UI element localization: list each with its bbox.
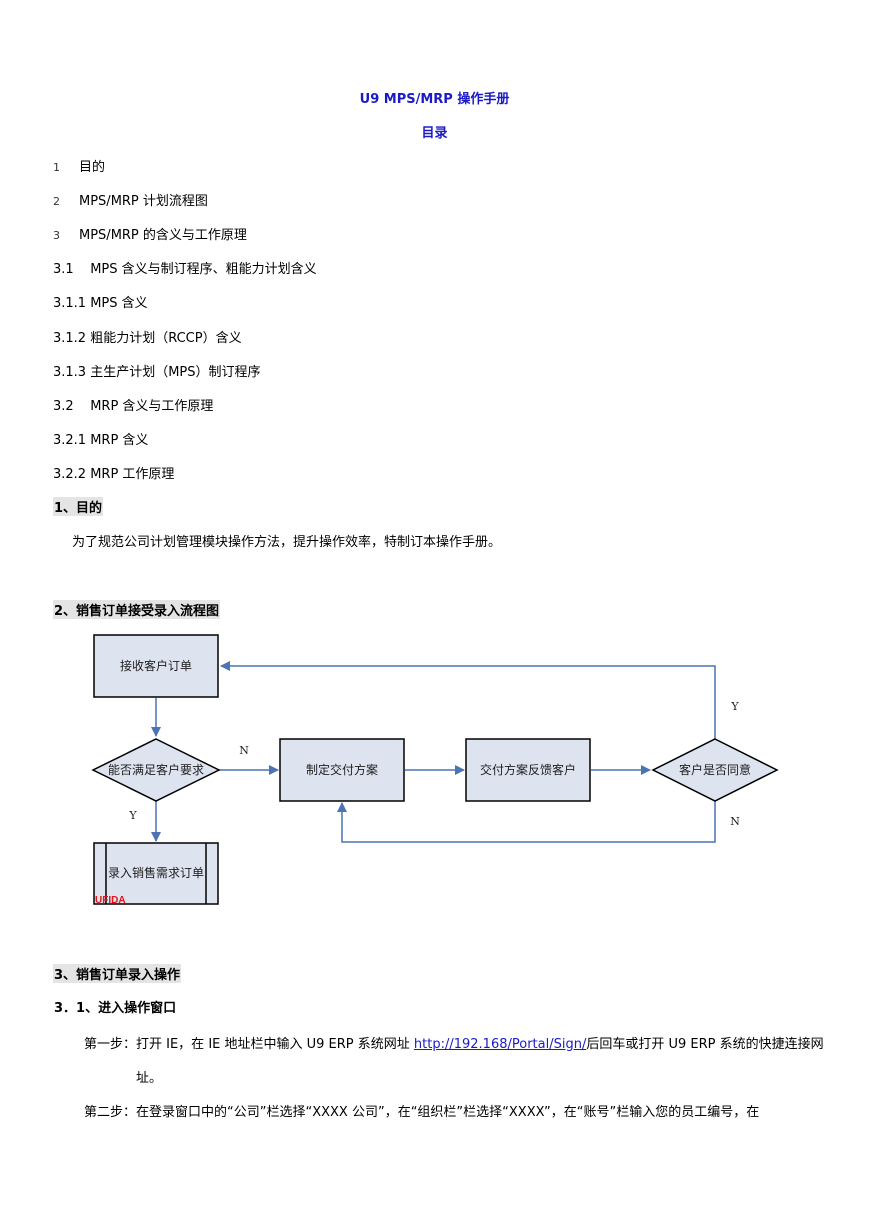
node-feedback-label: 交付方案反馈客户 <box>480 762 576 777</box>
toc-item-3-1-1[interactable]: 3.1.1 MPS 含义 <box>53 296 148 311</box>
node-customer-agree-decision: 客户是否同意 <box>651 738 779 802</box>
ufida-logo: UFIDA <box>95 895 126 906</box>
node-customer-agree-label: 客户是否同意 <box>679 762 751 777</box>
node-enter-order: 录入销售需求订单 <box>93 842 219 905</box>
toc-item-2[interactable]: 2 MPS/MRP 计划流程图 <box>53 190 208 209</box>
label-y-can-meet: Y <box>128 809 137 822</box>
toc-item-3-2[interactable]: 3.2 MRP 含义与工作原理 <box>53 399 214 414</box>
toc-item-1[interactable]: 1 目的 <box>53 156 105 175</box>
arrow-agree-n-to-plan <box>337 801 716 843</box>
step-2-text: 第二步：在登录窗口中的“公司”栏选择“XXXX 公司”，在“组织栏”栏选择“XX… <box>84 1105 760 1120</box>
toc-number: 2 <box>53 195 60 208</box>
node-make-plan: 制定交付方案 <box>279 738 405 802</box>
toc-number: 1 <box>53 161 60 174</box>
label-n-can-meet: N <box>239 744 249 757</box>
step-1-suffix: 后回车或打开 U9 ERP 系统的快捷连接网 <box>586 1037 824 1052</box>
toc-item-3-1[interactable]: 3.1 MPS 含义与制订程序、粗能力计划含义 <box>53 262 317 277</box>
label-n-agree: N <box>730 815 740 828</box>
section-1-heading: 1、目的 <box>53 497 104 516</box>
toc-item-3-1-3[interactable]: 3.1.3 主生产计划（MPS）制订程序 <box>53 365 261 380</box>
toc-number: 3 <box>53 229 60 242</box>
step-1-prefix: 第一步：打开 IE，在 IE 地址栏中输入 U9 ERP 系统网址 <box>84 1037 414 1052</box>
section-1-text: 为了规范公司计划管理模块操作方法，提升操作效率，特制订本操作手册。 <box>72 535 502 550</box>
section-2-heading: 2、销售订单接受录入流程图 <box>53 600 221 619</box>
toc-text: 目的 <box>79 160 106 175</box>
node-can-meet-label: 能否满足客户要求 <box>108 762 204 777</box>
step-1-text: 第一步：打开 IE，在 IE 地址栏中输入 U9 ERP 系统网址 http:/… <box>84 1033 824 1052</box>
step-1-continuation: 址。 <box>136 1071 163 1086</box>
arrow-agree-y-to-receive <box>220 661 716 739</box>
toc-text: MPS/MRP 计划流程图 <box>79 194 208 209</box>
order-flowchart: 接收客户订单 能否满足客户要求 制定交付方案 交付方案反馈客户 客户是否同意 录… <box>91 634 779 906</box>
toc-item-3-2-2[interactable]: 3.2.2 MRP 工作原理 <box>53 467 175 482</box>
node-enter-order-label: 录入销售需求订单 <box>108 865 204 880</box>
node-receive-order: 接收客户订单 <box>93 634 219 698</box>
toc-item-3-1-2[interactable]: 3.1.2 粗能力计划（RCCP）含义 <box>53 331 242 346</box>
section-3-heading: 3、销售订单录入操作 <box>53 964 182 983</box>
node-can-meet-decision: 能否满足客户要求 <box>91 738 221 802</box>
erp-portal-link[interactable]: http://192.168/Portal/Sign/ <box>413 1037 587 1052</box>
document-title: U9 MPS/MRP 操作手册 <box>359 92 510 107</box>
toc-text: MPS/MRP 的含义与工作原理 <box>79 228 247 243</box>
label-y-agree: Y <box>730 700 739 713</box>
toc-heading: 目录 <box>421 126 448 141</box>
toc-item-3-2-1[interactable]: 3.2.1 MRP 含义 <box>53 433 149 448</box>
node-receive-order-label: 接收客户订单 <box>120 658 192 673</box>
node-feedback: 交付方案反馈客户 <box>465 738 591 802</box>
node-make-plan-label: 制定交付方案 <box>306 762 378 777</box>
section-3-1-heading: 3．1、进入操作窗口 <box>54 1001 177 1016</box>
toc-item-3[interactable]: 3 MPS/MRP 的含义与工作原理 <box>53 224 247 243</box>
